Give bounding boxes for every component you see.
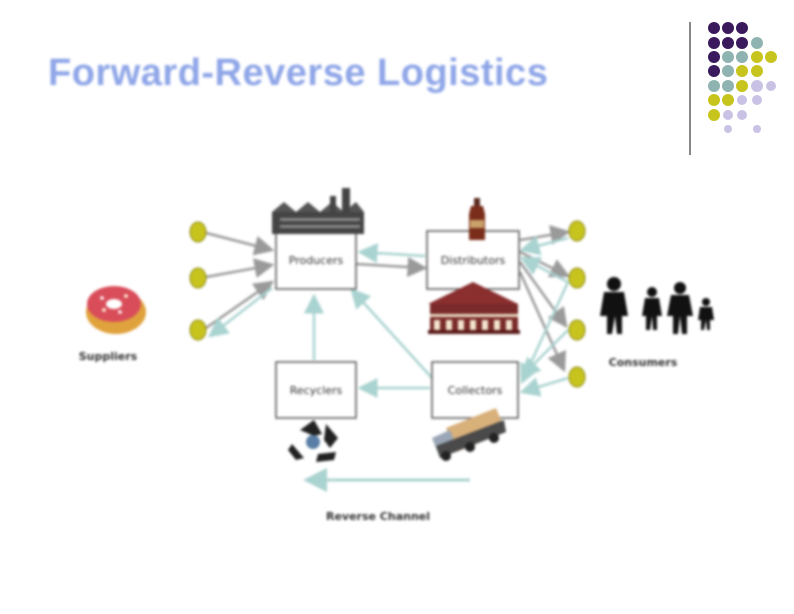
factory-icon xyxy=(272,188,364,234)
supplier-connector-dots xyxy=(189,221,207,341)
distributors-node: Distributors xyxy=(426,230,520,290)
slide-title: Forward-Reverse Logistics xyxy=(48,52,549,94)
recyclers-label: Recyclers xyxy=(290,384,343,397)
donut-icon xyxy=(86,286,146,334)
reverse-channel-label: Reverse Channel xyxy=(326,510,430,523)
building-icon xyxy=(428,282,520,334)
truck-icon xyxy=(432,408,506,461)
consumer-connector-dots xyxy=(568,220,586,388)
suppliers-label: Suppliers xyxy=(79,350,138,363)
producers-label: Producers xyxy=(289,254,344,267)
recyclers-node: Recyclers xyxy=(275,361,357,419)
reverse-arrows xyxy=(208,235,570,492)
consumers-label: Consumers xyxy=(609,356,678,369)
collectors-node: Collectors xyxy=(431,361,519,419)
collectors-label: Collectors xyxy=(448,384,503,397)
bottle-icon xyxy=(469,198,485,240)
family-icon xyxy=(600,277,714,334)
dot-grid xyxy=(708,22,777,133)
producers-node: Producers xyxy=(275,230,357,290)
distributors-label: Distributors xyxy=(441,254,506,267)
recycle-icon xyxy=(288,420,338,462)
